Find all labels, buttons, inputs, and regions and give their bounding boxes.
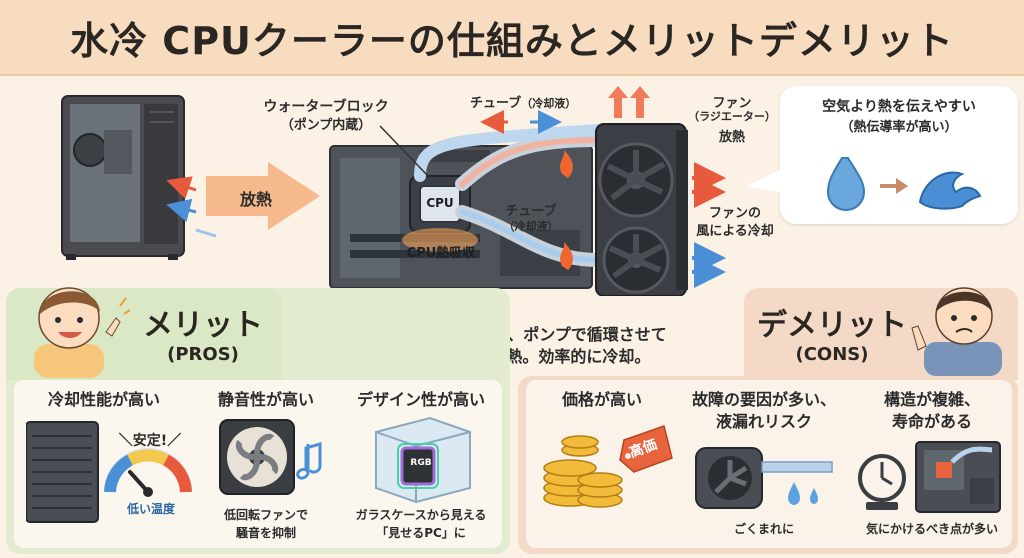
fan-heat-label: 放熱 (718, 130, 745, 145)
water-block-sublabel: （ポンプ内蔵） (280, 118, 372, 133)
wave-icon (918, 171, 982, 210)
flame-icon (560, 150, 573, 178)
cons-item-3-title-1: 構造が複雑、 (883, 390, 980, 409)
callout-line (379, 125, 429, 177)
music-note-icon (296, 442, 322, 480)
cons-item-3-art (858, 441, 1001, 513)
bubble-art (746, 157, 982, 212)
pros-item-1-caption: 低い温度 (126, 502, 175, 516)
pros-item-2-caption-1: 低回転ファンで (223, 508, 308, 522)
cons-item-1-art (543, 425, 673, 508)
water-block-label: ウォーターブロック (263, 99, 389, 115)
pros-item-2-caption-2: 騒音を抑制 (235, 526, 296, 540)
cpu-heat-glow (402, 228, 478, 252)
cons-item-3-title-2: 寿命がある (891, 412, 972, 431)
fan-wind-label: ファンの (708, 206, 761, 221)
pros-item-1-title: 冷却性能が高い (47, 390, 160, 409)
cpu-chip-label: CPU (426, 196, 454, 210)
fan-label: ファン (712, 96, 752, 111)
arrow-icon (880, 178, 908, 194)
fan-wind-sublabel: 風による冷却 (696, 224, 774, 239)
happy-boy-icon (34, 287, 130, 378)
pros-title: メリット (143, 308, 263, 343)
heat-up-arrow (608, 86, 628, 118)
pros-item-2-art (219, 419, 322, 495)
radiator-icon (595, 123, 688, 296)
cons-subtitle: (CONS) (795, 344, 869, 365)
tube-top-label: チューブ（冷却液） (470, 96, 577, 111)
pros-item-3-caption-2: 「見せるPC」に (376, 526, 466, 540)
cons-title: デメリット (757, 308, 907, 343)
bubble-subtitle: （熱伝導率が高い） (840, 120, 958, 135)
pros-item-3-caption-1: ガラスケースから見える (355, 508, 487, 522)
price-tag-icon (619, 425, 673, 473)
cpu-chip-icon (419, 185, 461, 223)
heat-up-arrow (630, 86, 650, 118)
cold-air-trail (195, 228, 217, 238)
leak-drop-icon (810, 488, 818, 504)
cons-item-1-title: 価格が高い (561, 390, 642, 409)
thermal-bubble (780, 86, 1018, 224)
pros-item-3-title: デザイン性が高い (356, 390, 485, 409)
pros-item-1-tag: ＼安定!／ (118, 433, 182, 449)
bubble-title: 空気より熱を伝えやすい (822, 99, 976, 115)
tube-icon (761, 461, 833, 473)
tube-mid-sublabel: （冷却液） (503, 220, 559, 233)
cons-item-2-title-2: 液漏れリスク (715, 412, 812, 431)
fan-sublabel: （ラジエーター） (688, 110, 776, 123)
pros-item-3-art (375, 416, 471, 504)
flame-icon (560, 242, 573, 270)
heat-out-label: 放熱 (240, 190, 273, 209)
cons-item-2-art (695, 447, 833, 509)
page-title: 水冷 CPUクーラーの仕組みとメリットデメリット (70, 19, 954, 63)
hot-air-arrow (166, 176, 197, 200)
cons-item-3-caption: 気にかけるべき点が多い (865, 522, 998, 536)
tube-mid-label: チューブ (505, 204, 557, 219)
cpu-heat-label: CPU熱吸収 (406, 246, 476, 261)
cold-air-arrow (166, 198, 197, 223)
pros-item-1-art (26, 421, 192, 523)
worried-man-icon (911, 287, 1002, 376)
pros-subtitle: (PROS) (167, 344, 239, 365)
water-drop-icon (826, 157, 866, 212)
title-bar (0, 0, 1024, 76)
cons-item-2-caption: ごくまれに (733, 522, 794, 536)
pc-case-icon (61, 95, 185, 260)
leak-drop-icon (788, 482, 800, 505)
heat-flow-arrow (206, 162, 320, 230)
cooling-diagram (61, 86, 726, 296)
coins-icon (543, 435, 623, 508)
rgb-chip-icon (400, 446, 436, 486)
pros-item-2-title: 静音性が高い (217, 390, 314, 409)
cons-item-2-title-1: 故障の要因が多い、 (691, 390, 836, 409)
rgb-chip-label: RGB (410, 458, 432, 468)
